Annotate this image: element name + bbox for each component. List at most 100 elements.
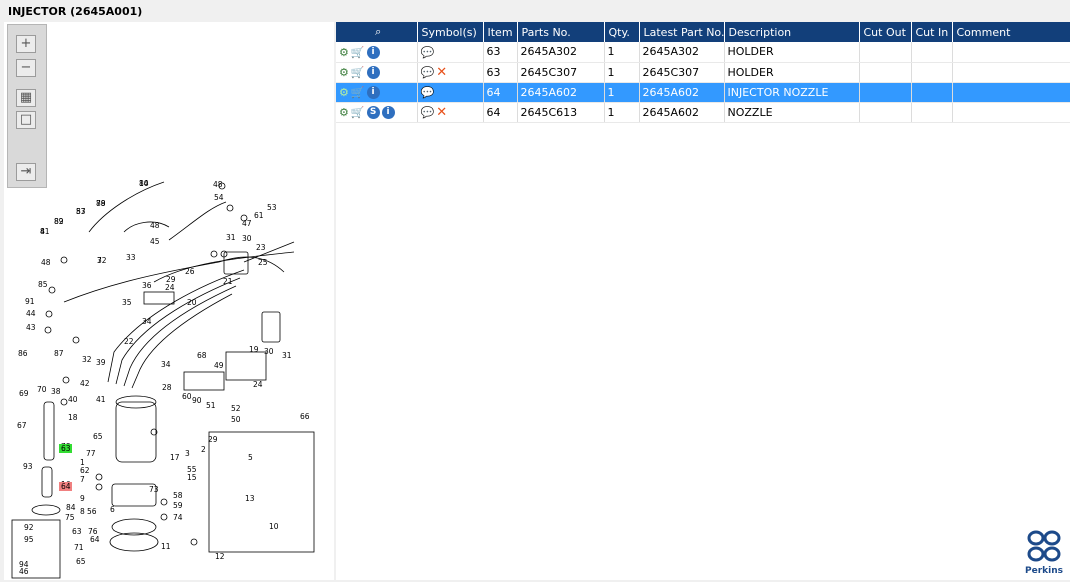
callout-label: 69 xyxy=(19,389,29,398)
callout-label: 34 xyxy=(161,360,171,369)
info-icon[interactable]: i xyxy=(381,105,395,119)
cut-out-cell xyxy=(859,42,912,63)
callout-label: 48 xyxy=(41,258,51,267)
column-header[interactable]: Latest Part No. xyxy=(639,22,725,42)
cut-out-cell xyxy=(859,62,912,83)
row-actions: ⚙🛒i xyxy=(336,42,418,63)
callout-label: 58 xyxy=(173,491,183,500)
comment-cell xyxy=(952,42,1070,63)
callout-label: 95 xyxy=(24,535,34,544)
column-header[interactable]: Symbol(s) xyxy=(417,22,484,42)
symbols-cell: 💬✕ xyxy=(417,62,484,83)
column-header-filter[interactable]: ⌕ xyxy=(336,22,418,42)
callout-label: 52 xyxy=(231,404,241,413)
export-icon[interactable]: ⇥ xyxy=(16,163,36,181)
callout-label: 24 xyxy=(253,380,263,389)
callout-64-highlight xyxy=(59,482,72,491)
table-header: ⌕ Symbol(s) Item Parts No. Qty. Latest P… xyxy=(336,22,1070,42)
callout-label: 70 xyxy=(37,385,47,394)
table-row-selected[interactable]: ⚙🛒i 💬 64 2645A602 1 2645A602 INJECTOR NO… xyxy=(336,82,1070,103)
zoom-toolbar: + − ▦ □ ⇥ xyxy=(7,24,47,188)
zoom-out-icon[interactable]: − xyxy=(16,59,36,77)
cart-icon[interactable]: 🛒 xyxy=(350,105,365,119)
speech-bubble-icon[interactable]: 💬 xyxy=(420,105,435,119)
row-actions: ⚙🛒i xyxy=(336,82,418,103)
gear-icon[interactable]: ⚙ xyxy=(339,45,349,59)
callout-label: 30 xyxy=(264,347,274,356)
zoom-in-icon[interactable]: + xyxy=(16,35,36,53)
column-header[interactable]: Cut In xyxy=(911,22,953,42)
callout-label: 34 xyxy=(142,317,152,326)
callout-label: 73 xyxy=(149,485,159,494)
callout-label: 49 xyxy=(214,361,224,370)
callout-label: 51 xyxy=(206,401,216,410)
info-icon[interactable]: i xyxy=(366,85,380,99)
callout-label: 77 xyxy=(86,449,96,458)
callout-label: 64 xyxy=(90,535,100,544)
column-header[interactable]: Item xyxy=(483,22,518,42)
callout-label: 55 xyxy=(187,465,197,474)
part-no-cell: 2645C613 xyxy=(517,102,605,123)
actual-size-icon[interactable]: □ xyxy=(16,111,36,129)
callout-label: 82 xyxy=(54,217,64,226)
column-header[interactable]: Comment xyxy=(952,22,1070,42)
callout-label: 44 xyxy=(26,309,36,318)
cart-icon[interactable]: 🛒 xyxy=(350,85,365,99)
callout-label: 90 xyxy=(192,396,202,405)
info-icon[interactable]: i xyxy=(366,45,380,59)
callout-label: 91 xyxy=(25,297,35,306)
cut-in-cell xyxy=(911,102,953,123)
callout-label: 75 xyxy=(65,513,75,522)
callout-label: 7 xyxy=(80,475,85,484)
callout-label: 24 xyxy=(165,283,175,292)
column-header[interactable]: Qty. xyxy=(604,22,640,42)
column-header[interactable]: Cut Out xyxy=(859,22,912,42)
description-cell: HOLDER xyxy=(724,42,860,63)
cart-icon[interactable]: 🛒 xyxy=(350,65,365,79)
callout-label: 42 xyxy=(80,379,90,388)
service-icon[interactable]: S xyxy=(366,105,380,119)
callout-label: 41 xyxy=(96,395,106,404)
symbols-cell: 💬 xyxy=(417,42,484,63)
callout-label: 33 xyxy=(126,253,136,262)
comment-cell xyxy=(952,102,1070,123)
callout-label: 30 xyxy=(242,234,252,243)
info-icon[interactable]: i xyxy=(366,65,380,79)
cart-icon[interactable]: 🛒 xyxy=(350,45,365,59)
gear-icon[interactable]: ⚙ xyxy=(339,85,349,99)
speech-bubble-icon[interactable]: 💬 xyxy=(420,65,435,79)
callout-label: 29 xyxy=(166,275,176,284)
callout-label: 21 xyxy=(223,277,233,286)
table-row[interactable]: ⚙🛒i 💬 63 2645A302 1 2645A302 HOLDER xyxy=(336,42,1070,63)
cut-in-cell xyxy=(911,82,953,103)
callout-label: 65 xyxy=(76,557,86,566)
speech-bubble-icon[interactable]: 💬 xyxy=(420,85,435,99)
callout-label: 20 xyxy=(187,298,197,307)
callout-label: 9 xyxy=(80,494,85,503)
callout-label: 39 xyxy=(96,358,106,367)
callout-label: 40 xyxy=(68,395,78,404)
gear-icon[interactable]: ⚙ xyxy=(339,65,349,79)
qty-cell: 1 xyxy=(604,102,640,123)
superseded-x-icon: ✕ xyxy=(436,104,448,120)
callout-label: 93 xyxy=(23,462,33,471)
description-cell: HOLDER xyxy=(724,62,860,83)
column-header[interactable]: Parts No. xyxy=(517,22,605,42)
table-row[interactable]: ⚙🛒i 💬✕ 63 2645C307 1 2645C307 HOLDER xyxy=(336,62,1070,83)
callout-label: 66 xyxy=(300,412,310,421)
gear-icon[interactable]: ⚙ xyxy=(339,105,349,119)
callout-label: 46 xyxy=(19,567,29,576)
callout-label: 19 xyxy=(249,345,259,354)
speech-bubble-icon[interactable]: 💬 xyxy=(420,45,435,59)
column-header[interactable]: Description xyxy=(724,22,860,42)
qty-cell: 1 xyxy=(604,42,640,63)
magnify-icon[interactable]: ⌕ xyxy=(375,25,382,38)
perkins-logo-icon xyxy=(1027,530,1061,562)
callout-label: 15 xyxy=(187,473,197,482)
callout-label: 84 xyxy=(66,503,76,512)
fit-page-icon[interactable]: ▦ xyxy=(16,89,36,107)
